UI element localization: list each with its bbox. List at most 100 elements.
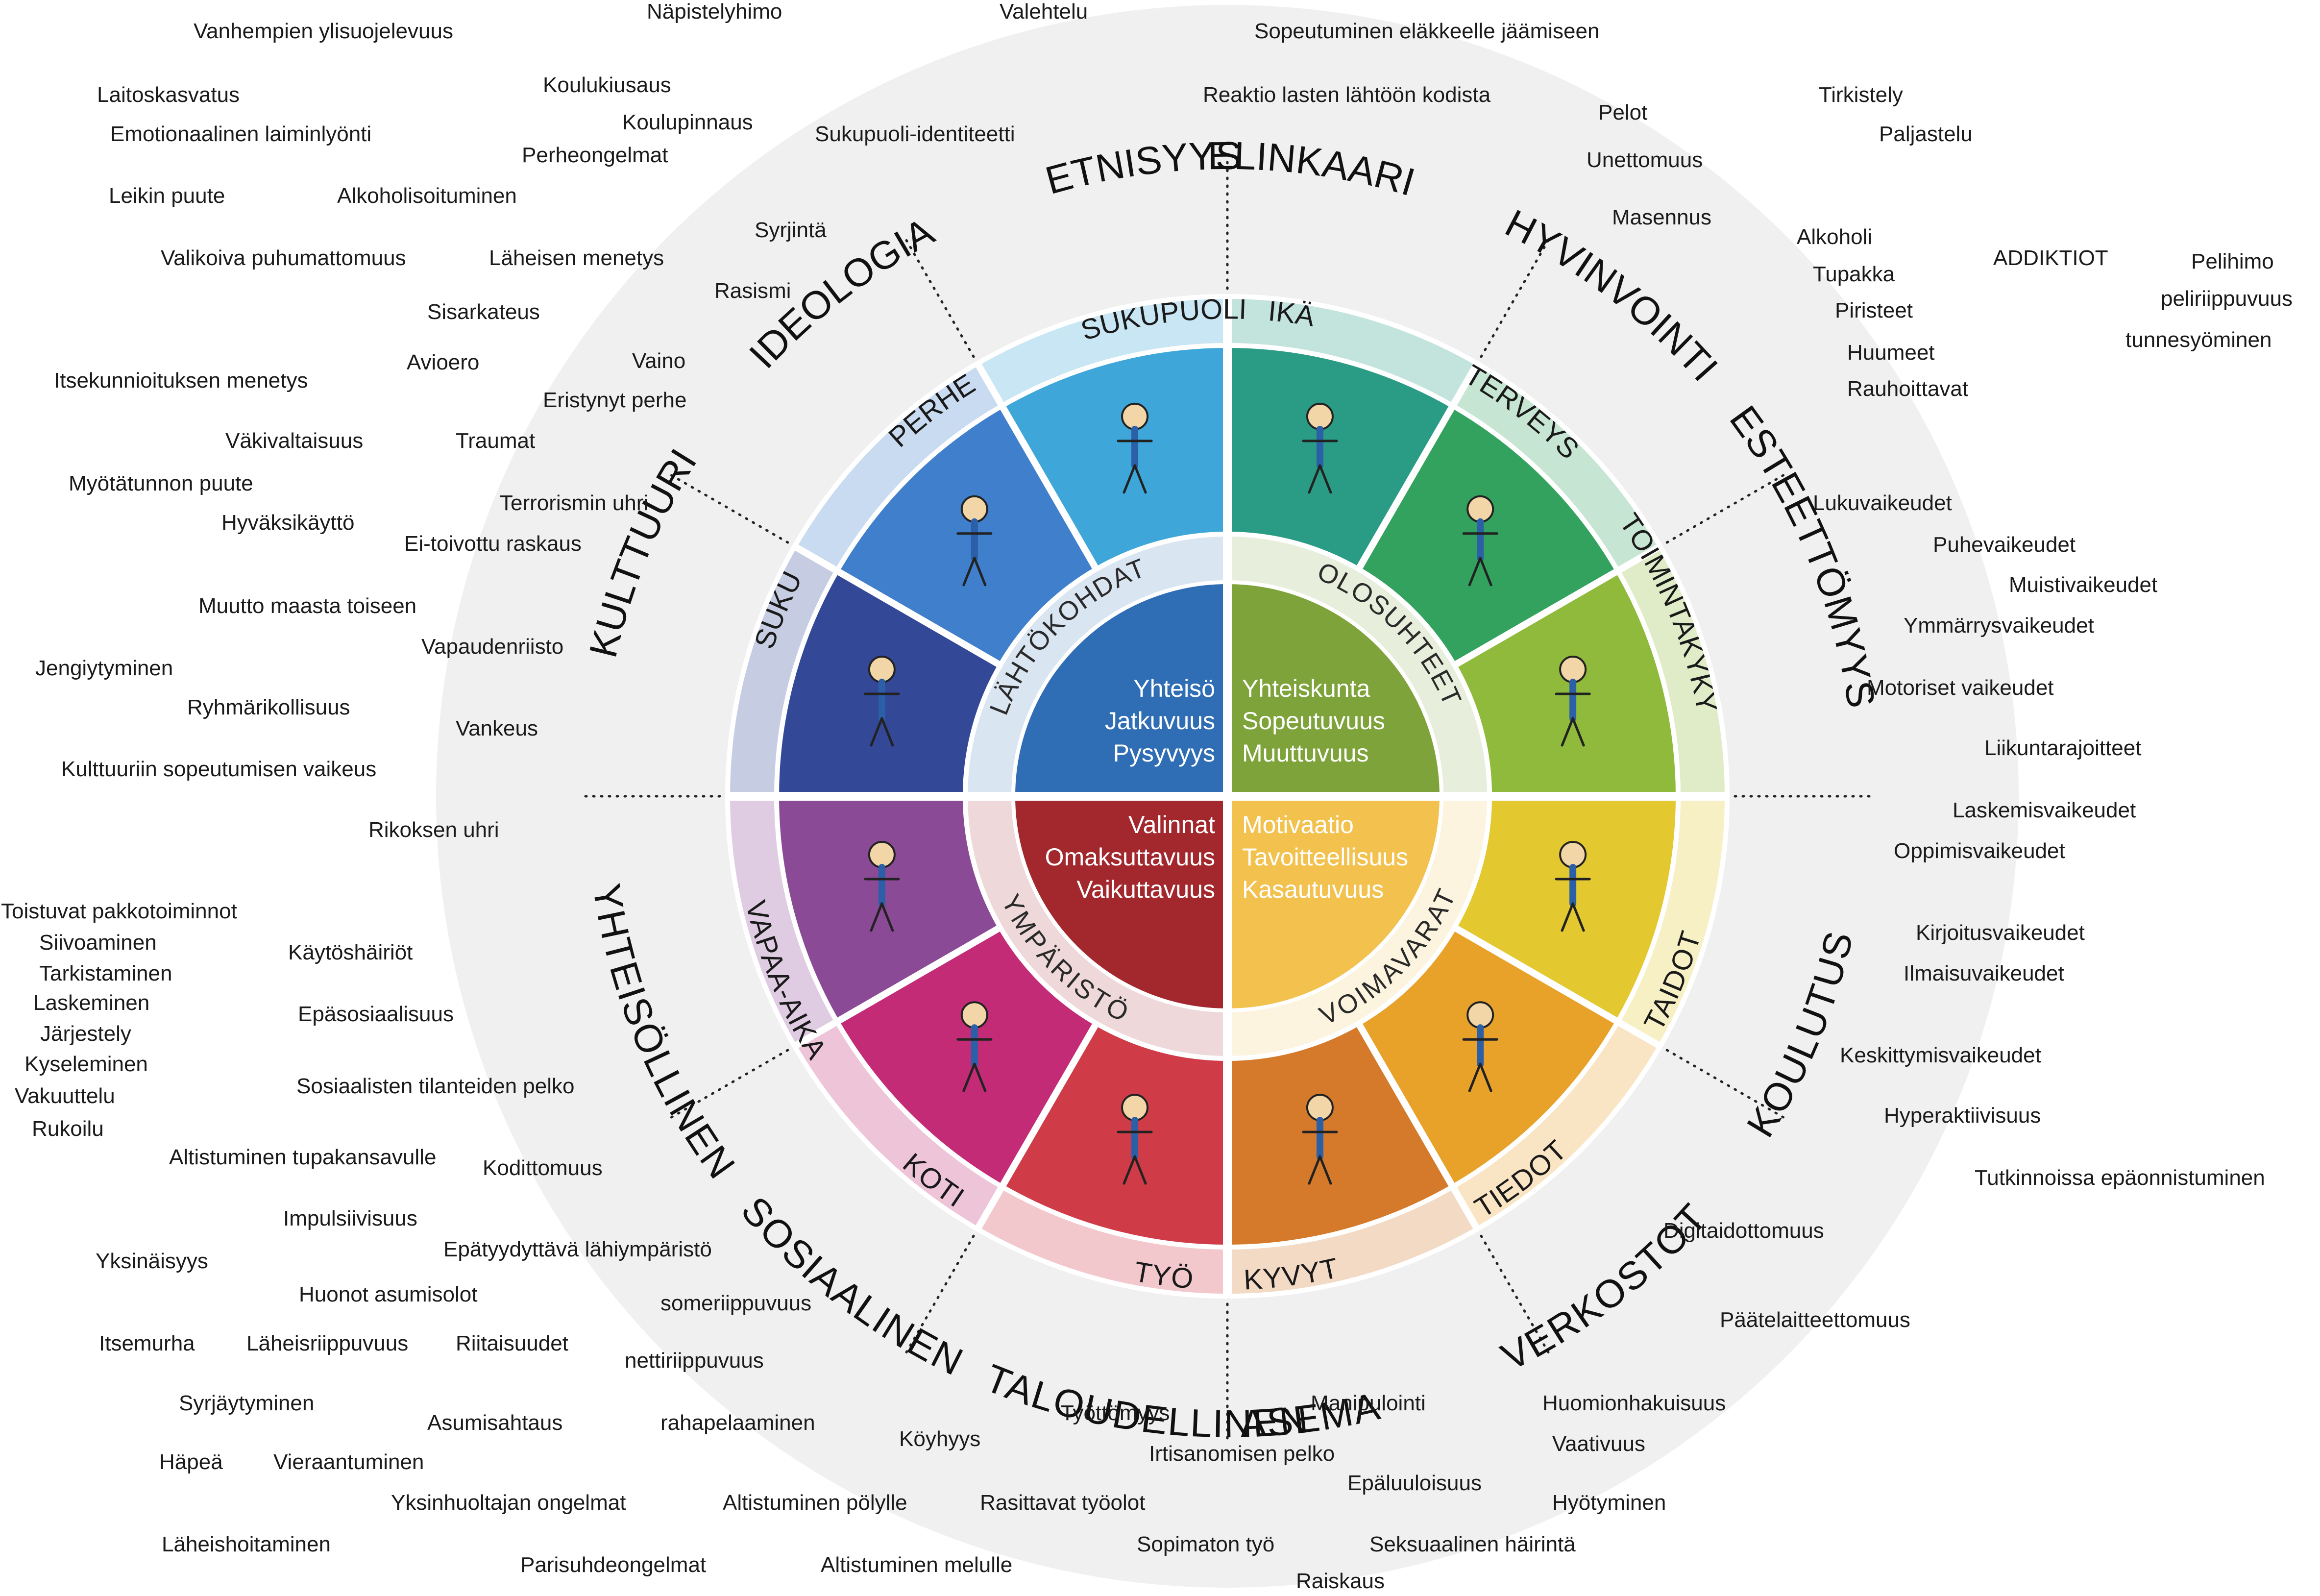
puzzle-people-icon: [864, 656, 900, 747]
segment-wedges: [777, 345, 1678, 1247]
person-sweeping-icon: [1117, 1094, 1153, 1185]
issue-label: Vieraantuminen: [273, 1450, 424, 1474]
icon-head: [1306, 402, 1334, 430]
issue-label: Laskeminen: [33, 991, 150, 1015]
issue-label: Rauhoittavat: [1847, 377, 1969, 401]
issue-label: Raiskaus: [1296, 1569, 1385, 1593]
svg-text:Pysyvyys: Pysyvyys: [1113, 739, 1215, 767]
issue-label: Hyötyminen: [1552, 1491, 1666, 1515]
icon-leg-left: [1468, 1062, 1482, 1092]
segment-label-band: [1617, 796, 1727, 1046]
issue-label: Itsemurha: [99, 1331, 195, 1355]
issue-label: Laitoskasvatus: [97, 83, 240, 107]
issue-label: Irtisanomisen pelko: [1149, 1442, 1335, 1466]
issue-label: Koulukiusaus: [543, 73, 671, 97]
icon-leg-right: [1479, 557, 1492, 587]
core-quadrant-bottom-left: [1014, 796, 1227, 1009]
center-text-olosuhteet: Yhteiskunta Sopeutuvuus Muuttuvuus: [1242, 675, 1385, 767]
svg-text:Yhteisö: Yhteisö: [1133, 675, 1215, 702]
segment-label-band: [728, 796, 837, 1046]
issue-label: Epäsosiaalisuus: [298, 1002, 454, 1026]
icon-head: [1121, 1094, 1149, 1122]
issue-label: Pelihimo: [2191, 249, 2274, 273]
segment-wedge-perhe: [837, 406, 1095, 664]
inner-ring-quadrant: [1227, 796, 1490, 1058]
core-quadrant-top-right: [1227, 583, 1441, 796]
icon-leg-left: [1123, 1155, 1136, 1185]
issue-label: Laskemisvaikeudet: [1953, 798, 2136, 822]
svg-text:Yhteiskunta: Yhteiskunta: [1242, 675, 1370, 702]
svg-text:Tavoitteellisuus: Tavoitteellisuus: [1242, 843, 1408, 871]
inner-ring-quadrant: [965, 534, 1227, 796]
icon-head: [1559, 840, 1587, 868]
issue-label: Rasismi: [714, 279, 791, 303]
issue-label: nettiriippuvuus: [625, 1349, 764, 1373]
core-quadrant-bottom-right: [1227, 796, 1441, 1009]
icon-leg-left: [870, 902, 883, 932]
core-quadrants: [725, 294, 1730, 1299]
issue-label: Sopimaton työ: [1137, 1532, 1275, 1556]
issue-label: rahapelaaminen: [660, 1411, 815, 1435]
category-divider-line: [1476, 235, 1552, 365]
clock-chained-person-icon: [1302, 402, 1338, 494]
icon-leg-right: [880, 717, 894, 747]
person-carrying-house-icon: [956, 1001, 993, 1092]
segment-wedge-tiedot: [1360, 929, 1618, 1187]
segment-label-band: [1617, 546, 1727, 796]
issue-label: Keskittymisvaikeudet: [1840, 1043, 2041, 1067]
issue-label: Unettomuus: [1587, 148, 1703, 172]
icon-head: [1559, 656, 1587, 684]
issue-label: Epätyydyttävä lähiympäristö: [443, 1237, 712, 1261]
issue-label: ADDIKTIOT: [1993, 246, 2108, 270]
segment-label-band: [794, 1022, 1002, 1229]
issue-label: Rukoilu: [32, 1117, 104, 1141]
segment-label-band: [1453, 363, 1661, 571]
ring-separator: [963, 532, 1492, 1061]
center-text-lahtokohdat: Yhteisö Jatkuvuus Pysyvyys: [1105, 675, 1215, 767]
segment-wedge-taidot: [1456, 796, 1678, 1022]
issue-label: Manipulointi: [1311, 1391, 1426, 1415]
issue-label: Lukuvaikeudet: [1813, 491, 1952, 515]
cross-line-horizontal: [728, 792, 1727, 801]
issue-label: Muistivaikeudet: [2009, 573, 2158, 597]
issue-label: Huumeet: [1847, 341, 1935, 365]
issue-label: Vankeus: [456, 716, 538, 740]
icon-leg-right: [1133, 464, 1147, 494]
issue-label: Emotionaalinen laiminlyönti: [110, 122, 372, 146]
segment-spoke-line: [1356, 1024, 1481, 1231]
icon-leg-right: [1133, 1155, 1147, 1185]
issue-label: peliriippuvuus: [2161, 287, 2293, 311]
issue-label: Asumisahtaus: [427, 1411, 563, 1435]
issue-label: Sukupuoli-identiteetti: [815, 122, 1015, 146]
issue-label: Traumat: [456, 429, 536, 453]
person-lifting-box-icon: [1555, 656, 1591, 747]
issue-label: Motoriset vaikeudet: [1867, 676, 2054, 700]
person-with-wifi-icon: [1462, 1001, 1498, 1092]
issue-label: Sosiaalisten tilanteiden pelko: [296, 1074, 575, 1098]
issue-label: Leikin puute: [109, 184, 225, 208]
issue-label: Valikoiva puhumattomuus: [161, 246, 406, 270]
icon-leg-right: [973, 1062, 987, 1092]
icon-head: [868, 656, 896, 684]
issue-label: Itsekunnioituksen menetys: [54, 368, 308, 393]
category-divider-line: [903, 1228, 979, 1358]
issue-label: Perheongelmat: [522, 143, 668, 167]
segment-label-band: [977, 296, 1227, 406]
inner-ring-quadrant: [965, 796, 1227, 1058]
segment-wedge-sukupuoli: [1002, 345, 1227, 567]
issue-label: Hyväksikäyttö: [221, 511, 355, 535]
speaker-at-podium-icon: [864, 840, 900, 932]
issue-label: Tarkistaminen: [39, 961, 172, 985]
issue-label: Läheisriippuvuus: [246, 1331, 409, 1355]
segment-wedge-tyo: [1002, 1025, 1227, 1247]
icon-leg-left: [962, 1062, 976, 1092]
icon-leg-right: [1479, 1062, 1492, 1092]
segment-label-bands: [728, 296, 1727, 1296]
inner-ring: [965, 534, 1490, 1058]
svg-text:Jatkuvuus: Jatkuvuus: [1105, 707, 1215, 735]
issue-label: Läheisen menetys: [489, 246, 664, 270]
issue-label: Rikoksen uhri: [368, 818, 499, 842]
issue-label: tunnesyöminen: [2125, 328, 2272, 352]
issue-label: Altistuminen pölylle: [723, 1491, 907, 1515]
